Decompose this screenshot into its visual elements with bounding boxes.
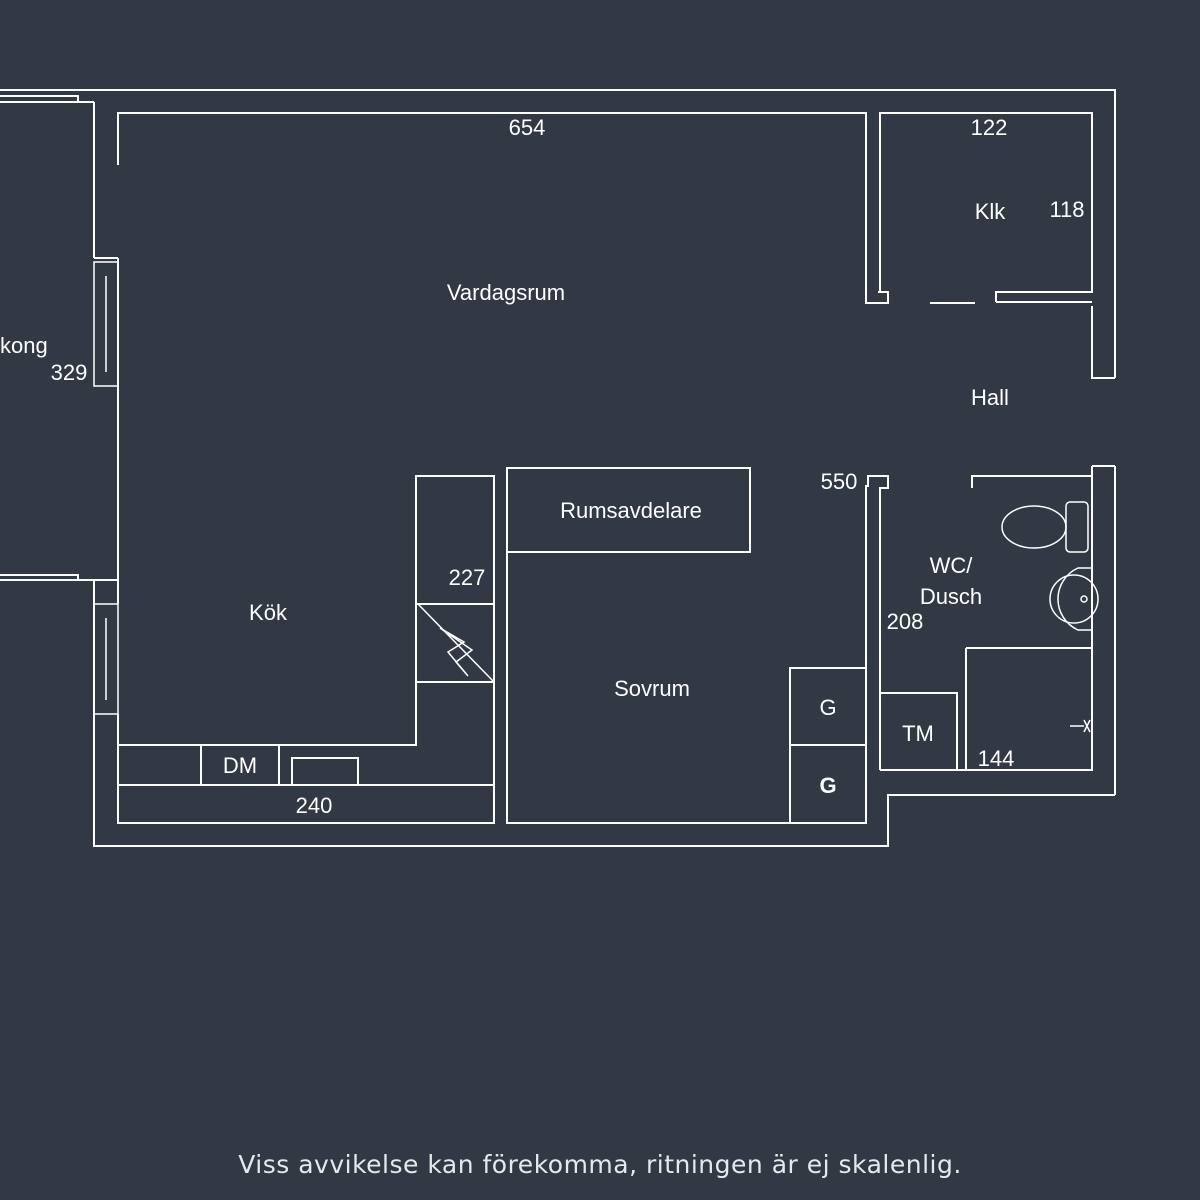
dimension-top-width: 654: [509, 115, 546, 140]
balcony: [0, 95, 118, 581]
disclaimer-text: Viss avvikelse kan förekomma, ritningen …: [238, 1150, 962, 1179]
room-label-rumsavdelare: Rumsavdelare: [560, 498, 702, 523]
bedroom-walls: [506, 467, 889, 824]
room-label-tm: TM: [902, 721, 934, 746]
fireplace-icon: [439, 627, 474, 677]
outer-walls: [0, 89, 1116, 847]
room-label-balkong: kong: [0, 333, 48, 358]
room-label-klk: Klk: [975, 199, 1007, 224]
dimension-klk-height: 118: [1049, 197, 1084, 222]
room-label-dm: DM: [223, 753, 257, 778]
room-label-g-lower: G: [819, 773, 836, 798]
room-label-dusch: Dusch: [920, 584, 982, 609]
room-label-wc: WC/: [930, 553, 974, 578]
west-windows: [93, 258, 119, 745]
sink-icon: [1049, 567, 1099, 631]
room-label-hall: Hall: [971, 385, 1009, 410]
toilet-icon: [1001, 501, 1089, 553]
dimension-hall-length: 550: [821, 469, 858, 494]
dimension-balkong-height: 329: [51, 360, 88, 385]
room-label-sovrum: Sovrum: [614, 676, 690, 701]
room-label-g-upper: G: [819, 695, 836, 720]
room-label-kok: Kök: [249, 600, 288, 625]
dimension-kok-depth: 227: [449, 565, 486, 590]
shower-icon: [1070, 719, 1091, 733]
room-label-vardagsrum: Vardagsrum: [447, 280, 565, 305]
dimension-wc-width: 144: [978, 746, 1015, 771]
dimension-klk-width: 122: [971, 115, 1008, 140]
dimension-wc-depth: 208: [887, 609, 924, 634]
bathroom: [880, 475, 1099, 771]
dimension-kok-width: 240: [296, 793, 333, 818]
kitchen-counters: [117, 475, 495, 824]
